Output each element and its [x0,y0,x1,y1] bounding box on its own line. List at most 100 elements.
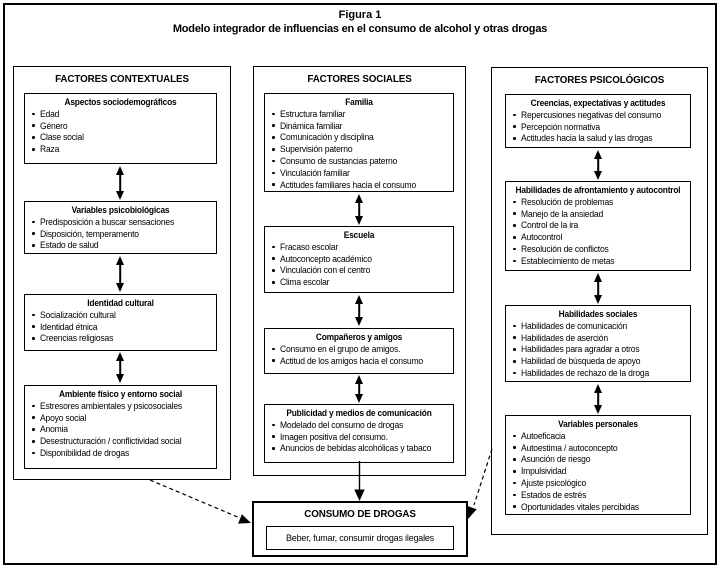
bullet-icon [32,428,35,431]
bullet-text: Vinculación familiar [279,167,350,178]
bullet-icon [513,236,516,239]
bullet-text: Establecimiento de metas [520,255,615,266]
bullet-icon [513,224,516,227]
bullet-text: Creencias religiosas [39,333,113,344]
double-arrow-icon [353,194,365,225]
bullet-text: Dinámica familiar [279,120,343,131]
column-header: FACTORES PSICOLÓGICOS [534,75,665,86]
bullet-icon [513,259,516,263]
bullet-item: Autoeficacia [513,430,690,442]
bullet-text: Comunicación y disciplina [279,132,374,143]
bullet-text: Género [39,120,68,131]
bullet-text: Repercusiones negativas del consumo [520,109,661,120]
bullet-icon [32,244,35,247]
bullet-icon [272,281,275,284]
bullet-text: Resolución de problemas [520,196,613,207]
bullet-item: Habilidades de comunicación [513,320,690,332]
bullet-text: Consumo en el grupo de amigos. [279,343,400,354]
bullet-text: Actitud de los amigos hacia el consumo [279,355,423,366]
column-header: FACTORES CONTEXTUALES [55,74,189,85]
bullet-text: Estresores ambientales y psicosociales [39,400,182,411]
bullet-text: Identidad étnica [39,321,98,332]
bullet-icon [272,359,275,362]
bullet-item: Resolución de problemas [513,196,690,208]
bullet-icon [513,348,516,351]
double-arrow-icon [592,273,604,304]
outcome-subtitle: Beber, fumar, consumir drogas ilegales [286,533,434,543]
bullet-text: Socialización cultural [39,309,116,320]
bullet-text: Actitudes familiares hacia el consumo [279,179,416,190]
bullet-text: Estado de salud [39,240,99,251]
box-title: Identidad cultural [87,298,154,308]
bullet-icon [272,257,275,260]
box-title: Habilidades sociales [558,309,638,319]
bullet-icon [513,505,516,508]
figure-label: Figura 1 [338,9,382,21]
bullet-text: Fracaso escolar [279,241,338,252]
bullet-item: Consumo de sustancias paterno [272,155,453,167]
bullet-icon [513,434,516,438]
bullet-text: Habilidad de búsqueda de apoyo [520,356,641,367]
bullet-item: Estructura familiar [272,108,453,120]
bullet-text: Consumo de sustancias paterno [279,156,397,167]
box-title: Creencias, expectativas y actitudes [530,98,666,108]
bullet-icon [32,232,35,235]
bullet-icon [513,481,516,485]
bullet-item: Control de la ira [513,220,690,232]
bullet-text: Imagen positiva del consumo. [279,431,388,442]
bullet-icon [272,183,275,186]
bullet-item: Socialización cultural [32,309,216,321]
bullet-text: Impulsividad [520,466,566,477]
bullet-icon [272,171,275,175]
bullet-icon [32,148,35,151]
bullet-text: Clase social [39,132,84,143]
bullet-text: Habilidades de rechazo de la droga [520,368,649,379]
bullet-icon [32,416,35,419]
bullet-icon [513,324,516,328]
box-title: Variables psicobiológicas [71,205,170,215]
bullet-item: Disponibilidad de drogas [32,447,216,459]
outcome-inner-box: Beber, fumar, consumir drogas ilegales [266,526,454,550]
bullet-text: Actitudes hacia la salud y las drogas [520,133,652,144]
box-title: Habilidades de afrontamiento y autocontr… [515,185,681,195]
column-factores-psicologicos: FACTORES PSICOLÓGICOS Creencias, expecta… [491,67,708,535]
bullet-icon [513,470,516,473]
bullet-icon [513,458,516,461]
bullet-text: Supervisión paterno [279,144,353,155]
bullet-item: Consumo en el grupo de amigos. [272,343,453,355]
bullet-icon [272,136,275,139]
double-arrow-icon [353,375,365,403]
bullet-item: Autoconcepto académico [272,253,453,265]
bullet-list: Consumo en el grupo de amigos.Actitud de… [265,342,453,367]
bullet-item: Actitudes hacia la salud y las drogas [513,133,690,145]
bullet-icon [32,337,35,340]
bullet-icon [272,447,275,450]
bullet-item: Edad [32,108,216,120]
bullet-item: Manejo de la ansiedad [513,208,690,220]
bullet-icon [32,325,35,328]
bullet-icon [272,245,275,249]
bullet-item: Ajuste psicológico [513,477,690,489]
bullet-item: Establecimiento de metas [513,255,690,267]
bullet-text: Estados de estrés [520,489,586,500]
bullet-item: Habilidad de búsqueda de apoyo [513,355,690,367]
bullet-item: Fracaso escolar [272,241,453,253]
bullet-text: Autoeficacia [520,430,565,441]
box-title: Ambiente físico y entorno social [58,389,183,399]
bullet-item: Estados de estrés [513,489,690,501]
bullet-icon [272,124,275,127]
double-arrow-icon [353,295,365,326]
bullet-item: Habilidades de aserción [513,332,690,344]
bullet-icon [272,112,275,116]
box-identidad-cultural: Identidad cultural Socialización cultura… [24,294,217,351]
bullet-item: Género [32,120,216,132]
bullet-icon [272,269,275,272]
bullet-icon [513,247,516,251]
bullet-text: Disponibilidad de drogas [39,448,129,459]
